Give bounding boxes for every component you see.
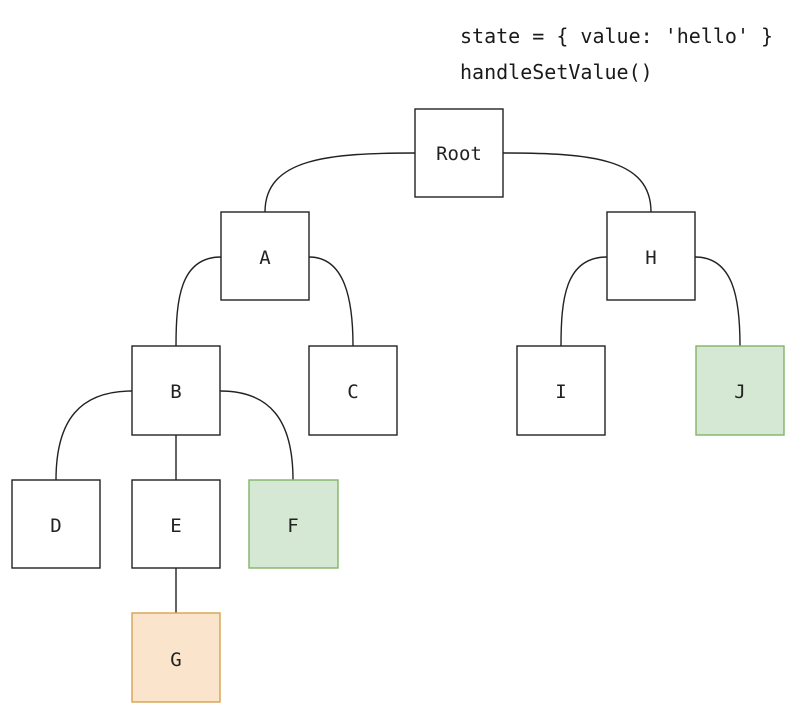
node-root-label: Root <box>436 143 482 165</box>
node-h[interactable]: H <box>606 211 696 301</box>
edge-a-b <box>175 256 222 347</box>
node-g[interactable]: G <box>131 612 221 703</box>
node-b-label: B <box>170 381 181 403</box>
edge-root-h <box>502 152 652 213</box>
node-c[interactable]: C <box>308 345 398 436</box>
edge-h-i <box>560 256 608 347</box>
node-i-label: I <box>555 381 566 403</box>
edge-root-a <box>264 152 416 213</box>
node-d-label: D <box>50 515 61 537</box>
node-f-label: F <box>287 515 298 537</box>
node-j[interactable]: J <box>695 345 785 436</box>
edge-a-c <box>308 256 354 347</box>
edge-b-f <box>219 390 294 481</box>
state-code-line: state = { value: 'hello' } <box>460 24 774 48</box>
node-b[interactable]: B <box>131 345 221 436</box>
edge-b-d <box>55 390 133 481</box>
node-g-label: G <box>170 649 181 671</box>
node-e-label: E <box>170 515 181 537</box>
handler-code-line: handleSetValue() <box>460 60 653 84</box>
node-i[interactable]: I <box>516 345 606 436</box>
node-h-label: H <box>645 247 656 269</box>
node-a-label: A <box>259 247 271 269</box>
node-a[interactable]: A <box>220 211 310 301</box>
node-e[interactable]: E <box>131 479 221 569</box>
node-root[interactable]: Root <box>414 108 504 198</box>
node-d[interactable]: D <box>11 479 101 569</box>
tree-edges <box>55 152 741 613</box>
node-j-label: J <box>734 381 745 403</box>
node-f[interactable]: F <box>248 479 339 569</box>
node-c-label: C <box>347 381 358 403</box>
edge-h-j <box>694 256 741 347</box>
